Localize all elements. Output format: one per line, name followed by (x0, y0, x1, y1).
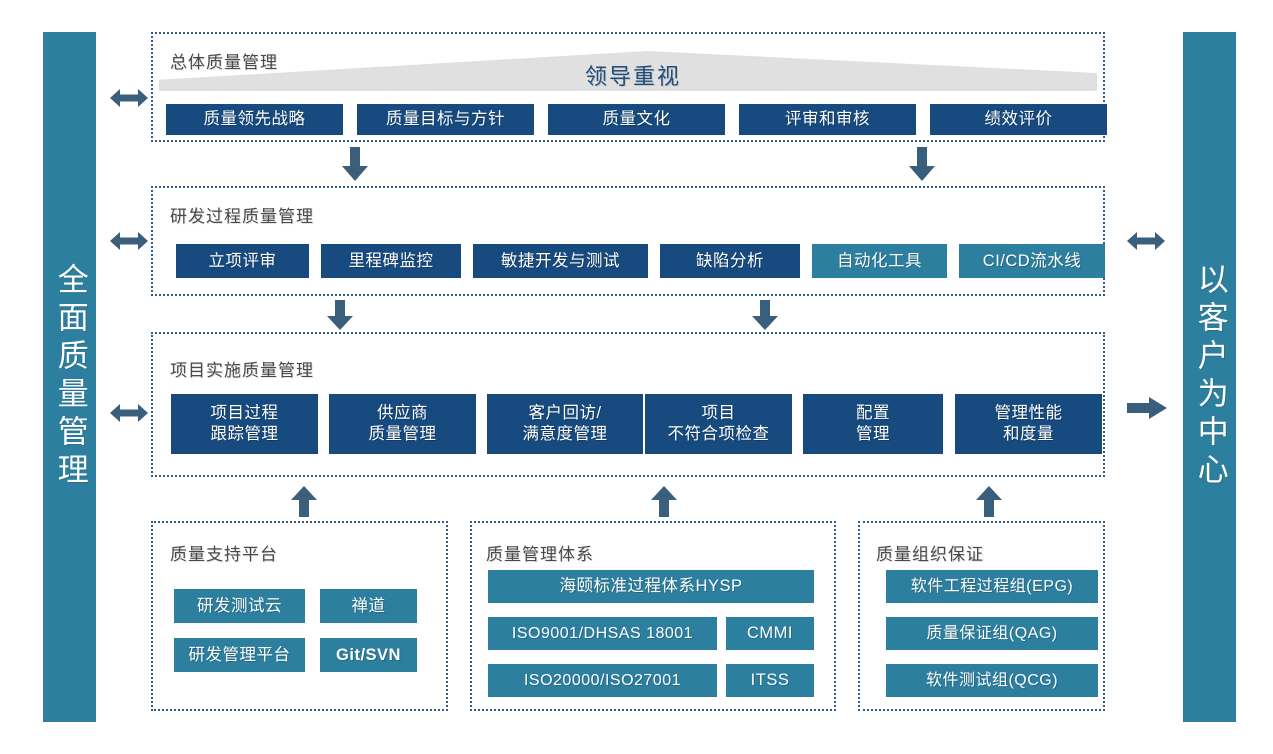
chip-performance-evaluation[interactable]: 绩效评价 (930, 104, 1107, 135)
chip-project-initiation-review[interactable]: 立项评审 (176, 244, 309, 278)
double-arrow-horizontal-icon (1127, 230, 1165, 252)
right-rail-label: 以客户为中心 (1192, 263, 1228, 491)
double-arrow-horizontal-icon (110, 402, 148, 424)
arrow-down-icon (326, 300, 354, 330)
chip-review-and-audit[interactable]: 评审和审核 (739, 104, 916, 135)
chip-line-2: 和度量 (1003, 425, 1054, 443)
chip-project-process-tracking[interactable]: 项目过程 跟踪管理 (171, 394, 318, 454)
chip-project-nonconformity-check[interactable]: 项目 不符合项检查 (645, 394, 792, 454)
section-title-project: 项目实施质量管理 (170, 361, 314, 380)
arrow-right-icon (1127, 396, 1167, 420)
chip-line-1: 供应商 (377, 404, 428, 423)
chip-rnd-management-platform[interactable]: 研发管理平台 (174, 638, 305, 672)
chip-iso20000-iso27001[interactable]: ISO20000/ISO27001 (488, 664, 717, 697)
arrow-up-icon (290, 486, 318, 517)
chip-itss[interactable]: ITSS (726, 664, 814, 697)
chip-qag-group[interactable]: 质量保证组(QAG) (886, 617, 1098, 650)
left-rail-label: 全面质量管理 (52, 263, 88, 491)
chip-line-2: 跟踪管理 (210, 425, 279, 443)
double-arrow-horizontal-icon (110, 230, 148, 252)
chip-iso9001-dhsas18001[interactable]: ISO9001/DHSAS 18001 (488, 617, 717, 650)
chip-epg-group[interactable]: 软件工程过程组(EPG) (886, 570, 1098, 603)
chip-cicd-pipeline[interactable]: CI/CD流水线 (959, 244, 1105, 278)
section-title-org: 质量组织保证 (876, 545, 984, 564)
arrow-up-icon (975, 486, 1003, 517)
section-title-overall: 总体质量管理 (170, 53, 278, 72)
chip-line-2: 质量管理 (368, 425, 437, 443)
chip-automation-tools[interactable]: 自动化工具 (812, 244, 947, 278)
arrow-down-icon (341, 147, 369, 181)
chip-management-performance-metrics[interactable]: 管理性能 和度量 (955, 394, 1102, 454)
chip-line-2: 管理 (856, 425, 890, 443)
arrow-down-icon (908, 147, 936, 181)
section-title-platform: 质量支持平台 (170, 545, 278, 564)
chip-configuration-management[interactable]: 配置 管理 (803, 394, 943, 454)
chip-hysp-standard-process[interactable]: 海颐标准过程体系HYSP (488, 570, 814, 603)
chip-line-1: 客户回访/ (528, 404, 602, 423)
chip-git-svn[interactable]: Git/SVN (320, 638, 417, 672)
section-title-rnd: 研发过程质量管理 (170, 207, 314, 226)
chip-line-2: 不符合项检查 (667, 425, 770, 443)
chip-qcg-group[interactable]: 软件测试组(QCG) (886, 664, 1098, 697)
chip-supplier-quality-management[interactable]: 供应商 质量管理 (329, 394, 476, 454)
chip-quality-culture[interactable]: 质量文化 (548, 104, 725, 135)
chip-agile-dev-and-test[interactable]: 敏捷开发与测试 (473, 244, 648, 278)
left-rail-total-quality-management: 全面质量管理 (43, 32, 96, 722)
arrow-down-icon (751, 300, 779, 330)
chip-zentao[interactable]: 禅道 (320, 589, 417, 623)
chip-cmmi[interactable]: CMMI (726, 617, 814, 650)
chip-quality-goals-policy[interactable]: 质量目标与方针 (357, 104, 534, 135)
right-rail-customer-centric: 以客户为中心 (1183, 32, 1236, 722)
chip-rnd-test-cloud[interactable]: 研发测试云 (174, 589, 305, 623)
chip-defect-analysis[interactable]: 缺陷分析 (660, 244, 800, 278)
chip-line-1: 项目 (701, 404, 736, 423)
leadership-banner-label: 领导重视 (585, 64, 682, 89)
chip-line-1: 管理性能 (994, 404, 1063, 423)
arrow-up-icon (650, 486, 678, 517)
chip-line-1: 项目过程 (210, 404, 279, 423)
section-title-system: 质量管理体系 (486, 545, 594, 564)
chip-customer-revisit-satisfaction[interactable]: 客户回访/ 满意度管理 (487, 394, 643, 454)
chip-line-1: 配置 (856, 404, 890, 423)
chip-milestone-monitoring[interactable]: 里程碑监控 (321, 244, 461, 278)
double-arrow-horizontal-icon (110, 87, 148, 109)
chip-line-2: 满意度管理 (522, 425, 608, 443)
chip-quality-leading-strategy[interactable]: 质量领先战略 (166, 104, 343, 135)
